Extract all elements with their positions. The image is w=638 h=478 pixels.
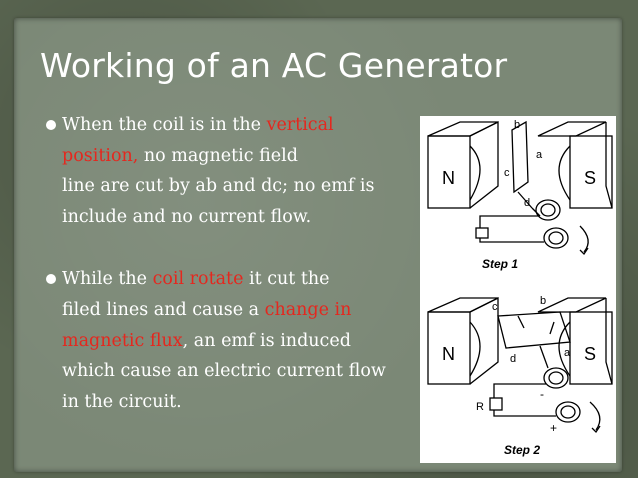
slide-title: Working of an AC Generator xyxy=(40,46,508,85)
south-label-step2: S xyxy=(584,344,596,364)
highlighted-text: position, xyxy=(62,145,139,166)
bullet-dot-icon xyxy=(46,120,56,130)
highlighted-text: coil rotate xyxy=(152,269,244,290)
highlighted-text: magnetic flux xyxy=(62,330,183,351)
generator-diagram: N S b a c d Step 1 N S c b d a R - + Ste… xyxy=(420,116,616,463)
slip-ring-4-inner xyxy=(560,405,576,419)
bullet-text: it cut the xyxy=(243,269,330,290)
bullet-line: When the coil is in the vertical xyxy=(62,110,424,141)
bullet-line: which cause an electric current flow xyxy=(62,356,424,387)
coil-step1 xyxy=(511,120,529,194)
rotation-arrowhead-step1 xyxy=(579,247,589,256)
coil-label-a-step1: a xyxy=(536,149,543,161)
bullet-line: position, no magnetic field xyxy=(62,141,424,172)
south-pole-face-2 xyxy=(558,321,571,377)
slip-ring-3 xyxy=(543,367,569,389)
generator-diagram-svg: N S b a c d Step 1 N S c b d a R - + Ste… xyxy=(427,119,613,457)
south-pole-face xyxy=(558,145,571,201)
rotation-arrow-step2 xyxy=(589,401,601,431)
bullet-text: in the circuit. xyxy=(62,391,182,412)
step2-caption: Step 2 xyxy=(504,443,540,457)
force-arrow-1 xyxy=(517,315,525,329)
rotation-arrow-step1 xyxy=(579,225,589,253)
slip-ring-4 xyxy=(555,401,581,423)
bullet-text: While the xyxy=(62,269,153,290)
north-magnet-top-2 xyxy=(427,297,499,313)
coil-label-c-step2: c xyxy=(492,301,498,313)
north-magnet-side xyxy=(469,120,499,209)
bullet-text: line are cut by ab and dc; no emf is xyxy=(62,176,375,197)
north-pole-face-2 xyxy=(469,321,481,377)
highlighted-text: change in xyxy=(264,299,352,320)
wire-2-step1 xyxy=(479,238,544,243)
coil-lead-step2 xyxy=(539,345,549,369)
bullet-dot-icon xyxy=(46,274,56,285)
south-magnet-top-2 xyxy=(537,297,607,313)
north-magnet-front xyxy=(427,135,471,209)
north-magnet-front-2 xyxy=(427,311,471,385)
bullet-line: in the circuit. xyxy=(62,387,424,418)
bullet-line: include and no current flow. xyxy=(62,202,424,233)
minus-label-step2: - xyxy=(540,387,544,401)
slip-ring-1 xyxy=(535,199,561,221)
rotation-arrowhead-step2 xyxy=(591,425,601,434)
step1-caption: Step 1 xyxy=(482,257,518,271)
coil-label-b-step2: b xyxy=(540,295,546,307)
north-magnet-top xyxy=(427,121,499,137)
bullet-text: , an emf is induced xyxy=(182,330,351,351)
north-label-step1: N xyxy=(442,168,455,188)
bullet-text: filed lines and cause a xyxy=(62,299,265,320)
south-magnet-front-2 xyxy=(569,311,613,385)
bullet-text: no magnetic field xyxy=(138,145,298,166)
wire-1-step1 xyxy=(479,215,538,228)
south-magnet-top xyxy=(537,121,607,137)
wire-1-step2 xyxy=(493,383,546,398)
north-magnet-side-2 xyxy=(469,296,499,385)
south-magnet-side-2 xyxy=(605,298,613,385)
coil-lead-step1 xyxy=(517,191,533,209)
force-arrow-2 xyxy=(549,321,555,335)
bullet-text: When the coil is in the xyxy=(62,115,267,135)
coil-label-c-step1: c xyxy=(504,167,510,179)
bullet-line: magnetic flux, an emf is induced xyxy=(62,326,424,357)
bullet-line: line are cut by ab and dc; no emf is xyxy=(62,171,424,202)
north-label-step2: N xyxy=(442,344,455,364)
bullet-line: filed lines and cause a change in xyxy=(62,295,424,326)
coil-label-a-step2: a xyxy=(564,347,571,359)
coil-label-b-step1: b xyxy=(514,119,520,131)
slip-ring-2-inner xyxy=(548,231,564,245)
slip-ring-1-inner xyxy=(540,203,556,217)
north-pole-face xyxy=(469,145,481,201)
south-label-step1: S xyxy=(584,168,596,188)
highlighted-text: vertical xyxy=(266,115,334,135)
wire-2-step2 xyxy=(493,410,556,417)
south-magnet-side xyxy=(605,122,613,209)
resistor-step1 xyxy=(475,227,489,239)
coil-label-d-step1: d xyxy=(524,197,530,209)
bullet-text: which cause an electric current flow xyxy=(62,361,386,382)
coil-label-d-step2: d xyxy=(510,353,516,365)
south-magnet-front xyxy=(569,135,613,209)
resistor-step2 xyxy=(489,397,503,411)
axle-step1 xyxy=(531,207,541,217)
slip-ring-3-inner xyxy=(548,371,564,385)
slip-ring-2 xyxy=(543,227,569,249)
plus-label-step2: + xyxy=(550,421,557,435)
bullet-text: include and no current flow. xyxy=(62,206,312,227)
coil-step2 xyxy=(497,311,571,349)
resistor-label-step2: R xyxy=(476,401,484,413)
bullet-line: While the coil rotate it cut the xyxy=(62,264,424,295)
